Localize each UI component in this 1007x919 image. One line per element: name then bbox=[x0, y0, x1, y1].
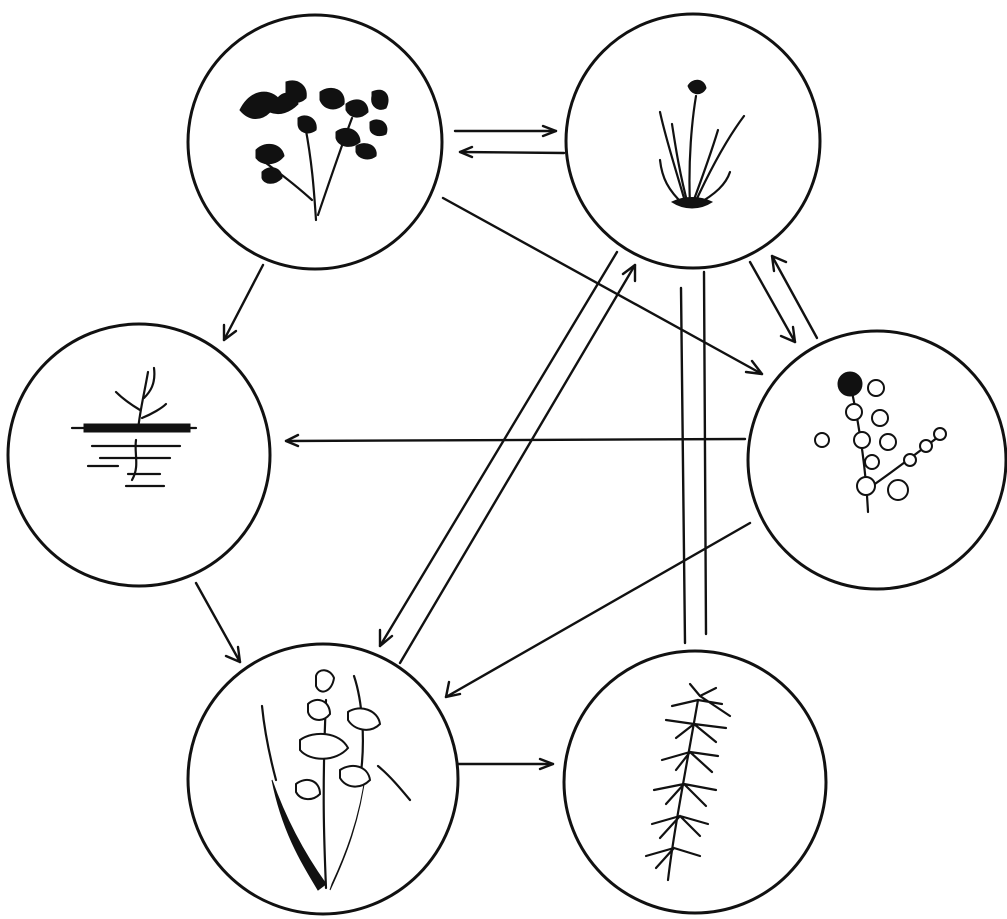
node-middle-right bbox=[748, 331, 1006, 589]
edge-top-right-to-middle-right bbox=[750, 262, 795, 342]
edge-middle-right-to-middle-left bbox=[286, 435, 745, 446]
edge-top-left-to-top-right bbox=[455, 126, 556, 136]
edge-bottom-left-to-top-right bbox=[400, 265, 635, 663]
edge-top-right-to-bottom-left bbox=[380, 252, 617, 646]
edge-bottom-right-to-top-right bbox=[704, 272, 706, 634]
node-middle-left bbox=[8, 324, 270, 586]
node-bottom-right bbox=[564, 651, 826, 913]
edge-top-right-to-bottom-right bbox=[681, 288, 685, 643]
edge-middle-right-to-top-right bbox=[772, 256, 817, 338]
edge-middle-left-to-bottom-left bbox=[196, 583, 240, 662]
edge-top-right-to-top-left bbox=[460, 147, 564, 157]
node-bottom-left bbox=[188, 644, 458, 914]
edge-bottom-left-to-bottom-right bbox=[458, 759, 553, 769]
edge-top-left-to-middle-left bbox=[224, 265, 263, 340]
node-top-left bbox=[188, 15, 442, 269]
node-top-right bbox=[566, 14, 820, 268]
